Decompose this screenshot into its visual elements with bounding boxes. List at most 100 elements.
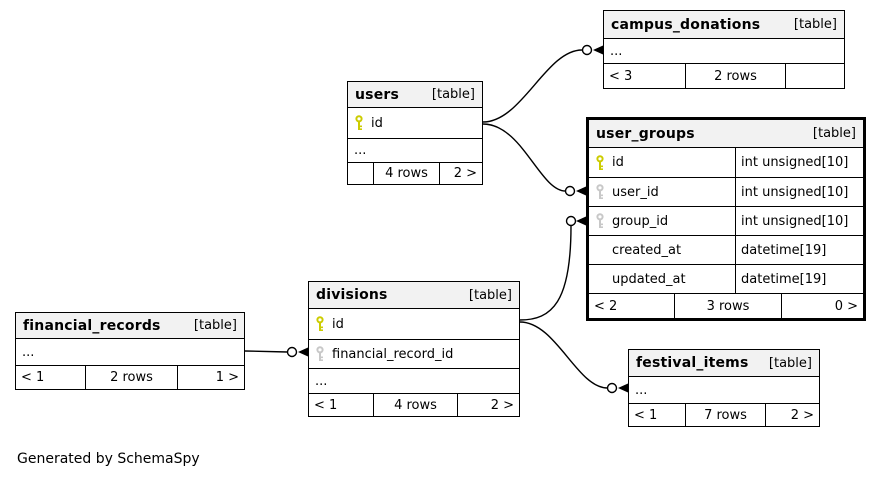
incoming-refs-count [348, 163, 373, 184]
column-row-more: ... [629, 377, 819, 403]
edge-open-circle-connector [606, 382, 618, 394]
table-header: users [table] [348, 82, 482, 108]
table-type-tag: [table] [812, 126, 856, 141]
table-name[interactable]: campus_donations [611, 16, 761, 33]
incoming-refs-count: < 1 [21, 370, 45, 385]
column-row-more: ... [604, 39, 844, 63]
incoming-refs-count: < 2 [594, 298, 618, 314]
table-header: campus_donations [table] [604, 11, 844, 39]
primary-key-icon [316, 316, 324, 331]
edge-open-circle-connector [564, 185, 576, 197]
column-name: ... [22, 344, 35, 360]
edge-open-circle-connector [286, 346, 298, 358]
foreign-key-icon [316, 346, 324, 361]
edge-arrowhead [298, 347, 308, 357]
incoming-refs-count: < 3 [609, 68, 633, 84]
column-type: int unsigned[10] [735, 148, 863, 177]
outgoing-refs-count [785, 64, 844, 88]
outgoing-refs-count: 1 > [177, 366, 244, 389]
row-count: 4 rows [373, 394, 457, 416]
outgoing-refs-count: 2 > [439, 163, 482, 184]
column-type: int unsigned[10] [735, 207, 863, 235]
column-type: datetime[19] [735, 265, 863, 293]
column-row-more: ... [348, 138, 482, 162]
edge-divisions-id-to-user_groups-group_id [519, 225, 572, 321]
incoming-refs-count: < 1 [314, 397, 338, 413]
edge-arrowhead [576, 216, 586, 226]
edge-arrowhead [593, 45, 603, 55]
outgoing-refs-count: 2 > [765, 404, 819, 426]
outgoing-refs-count: 2 > [457, 394, 519, 416]
column-name: created_at [612, 242, 682, 258]
table-header: user_groups [table] [589, 120, 863, 148]
column-row-updated_at: updated_at datetime[19] [589, 264, 863, 293]
table-name[interactable]: divisions [316, 287, 388, 303]
edge-divisions-id-to-festival_items [519, 321, 608, 389]
column-name: ... [315, 373, 328, 389]
row-count: 7 rows [685, 404, 765, 426]
column-type: datetime[19] [735, 236, 863, 264]
table-name[interactable]: festival_items [636, 355, 749, 371]
column-name: financial_record_id [332, 346, 454, 362]
foreign-key-icon [596, 213, 604, 228]
table-header: divisions [table] [309, 282, 519, 309]
column-row-financial_record_id: financial_record_id [309, 339, 519, 368]
primary-key-icon [355, 115, 363, 130]
column-row-more: ... [309, 368, 519, 393]
table-name[interactable]: financial_records [23, 317, 161, 334]
table-header: festival_items [table] [629, 350, 819, 377]
table-type-tag: [table] [793, 17, 837, 32]
table-name[interactable]: users [355, 86, 400, 103]
key-icon-spacer [595, 242, 605, 258]
table-header: financial_records [table] [16, 313, 244, 339]
column-row-group_id: group_id int unsigned[10] [589, 206, 863, 235]
edge-users-id-to-campus_donations [482, 49, 583, 123]
incoming-refs-count: < 1 [634, 407, 658, 423]
column-row-id: id int unsigned[10] [589, 148, 863, 177]
edge-financial_records-to-divisions-financial_record_id [244, 350, 288, 353]
column-row-id: id [309, 309, 519, 339]
column-name: group_id [612, 213, 669, 229]
column-row-created_at: created_at datetime[19] [589, 235, 863, 264]
primary-key-icon [596, 154, 604, 170]
edge-arrowhead [618, 383, 628, 393]
table-node-campus_donations[interactable]: campus_donations [table]... < 3 2 rows [603, 10, 845, 89]
generated-by-note: Generated by SchemaSpy [17, 451, 200, 467]
table-type-tag: [table] [193, 318, 237, 333]
column-row-id: id [348, 108, 482, 138]
table-name[interactable]: user_groups [596, 125, 695, 142]
column-name: ... [635, 382, 648, 398]
edge-open-circle-connector [581, 44, 593, 56]
column-name: ... [354, 143, 367, 158]
edge-users-id-to-user_groups-user_id [482, 123, 566, 192]
table-type-tag: [table] [768, 355, 812, 371]
outgoing-refs-count: 0 > [781, 294, 863, 318]
table-type-tag: [table] [468, 287, 512, 303]
column-name: id [371, 115, 383, 131]
row-count: 3 rows [674, 294, 781, 318]
edge-arrowhead [576, 186, 586, 196]
column-name: user_id [612, 184, 659, 200]
column-name: id [332, 316, 344, 332]
column-name: updated_at [612, 271, 686, 287]
table-type-tag: [table] [431, 87, 475, 102]
foreign-key-icon [596, 184, 604, 199]
column-type: int unsigned[10] [735, 178, 863, 206]
row-count: 2 rows [685, 64, 785, 88]
row-count: 4 rows [373, 163, 439, 184]
table-footer: < 3 2 rows [604, 63, 844, 88]
edge-open-circle-connector [565, 215, 577, 227]
column-name: id [612, 155, 624, 170]
column-row-user_id: user_id int unsigned[10] [589, 177, 863, 206]
table-node-divisions[interactable]: divisions [table] id financial_record_id...… [308, 281, 520, 417]
